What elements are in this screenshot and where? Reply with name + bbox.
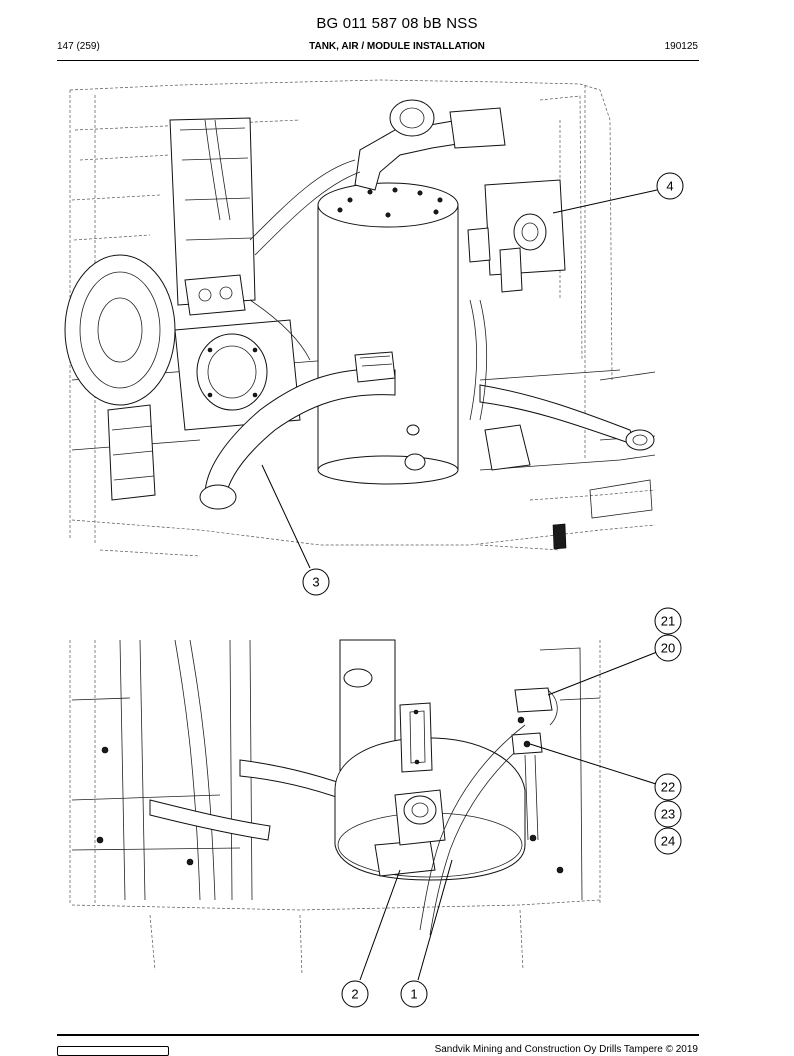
svg-text:1: 1 <box>410 987 417 1002</box>
callout-20: 20 <box>654 634 682 662</box>
svg-text:21: 21 <box>661 614 675 629</box>
callout-1: 1 <box>400 980 428 1008</box>
svg-text:4: 4 <box>666 179 673 194</box>
svg-text:22: 22 <box>661 780 675 795</box>
callout-4: 4 <box>656 172 684 200</box>
company-logo <box>57 1046 169 1056</box>
page-number: 147 (259) <box>57 41 100 52</box>
callout-23: 23 <box>654 800 682 828</box>
callout-24: 24 <box>654 827 682 855</box>
svg-text:23: 23 <box>661 807 675 822</box>
svg-text:3: 3 <box>312 575 319 590</box>
air-tank <box>317 182 459 485</box>
svg-text:20: 20 <box>661 641 675 656</box>
svg-text:2: 2 <box>351 987 358 1002</box>
footer-rule <box>57 1034 699 1036</box>
document-date: 190125 <box>664 41 698 52</box>
lower-figure-drawing <box>69 639 601 976</box>
svg-text:24: 24 <box>661 834 675 849</box>
callout-21: 21 <box>654 607 682 635</box>
header-rule <box>57 60 699 61</box>
section-title: TANK, AIR / MODULE INSTALLATION <box>309 41 485 52</box>
callout-3: 3 <box>302 568 330 596</box>
callout-2: 2 <box>341 980 369 1008</box>
upper-figure-drawing <box>64 79 656 557</box>
document-title: BG 011 587 08 bB NSS <box>316 15 478 32</box>
footer-copyright: Sandvik Mining and Construction Oy Drill… <box>434 1044 698 1055</box>
callout-22: 22 <box>654 773 682 801</box>
